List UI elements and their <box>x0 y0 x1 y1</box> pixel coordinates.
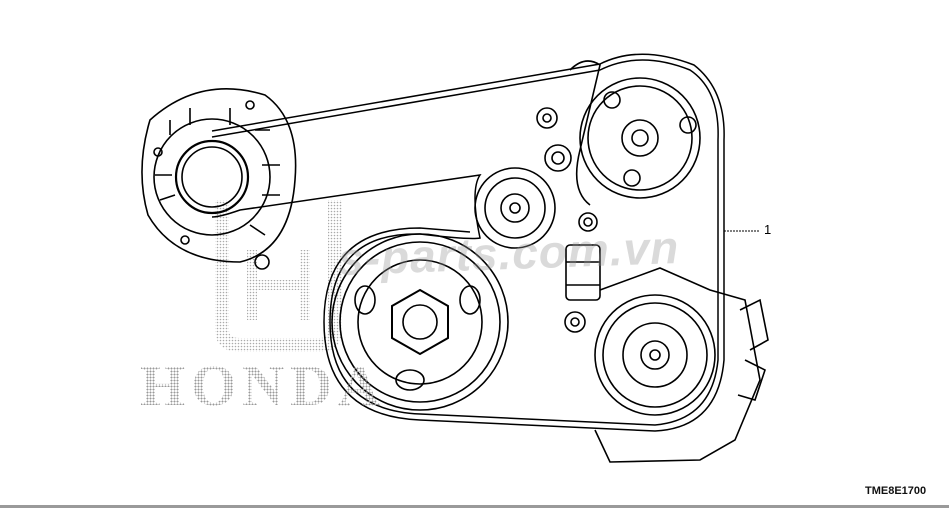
alternator <box>141 88 297 270</box>
power-steering-pulley <box>569 60 701 206</box>
ac-compressor <box>594 267 769 463</box>
tensioner <box>536 107 601 333</box>
honda-logo-text: HONDA <box>140 353 386 418</box>
callout-label-belt: 1 <box>764 222 772 237</box>
drive-belt <box>211 53 725 432</box>
figure-code: TME8E1700 <box>865 485 927 497</box>
honda-logo-watermark <box>215 200 342 352</box>
idler-pulley <box>474 167 556 249</box>
bottom-divider <box>0 505 949 508</box>
